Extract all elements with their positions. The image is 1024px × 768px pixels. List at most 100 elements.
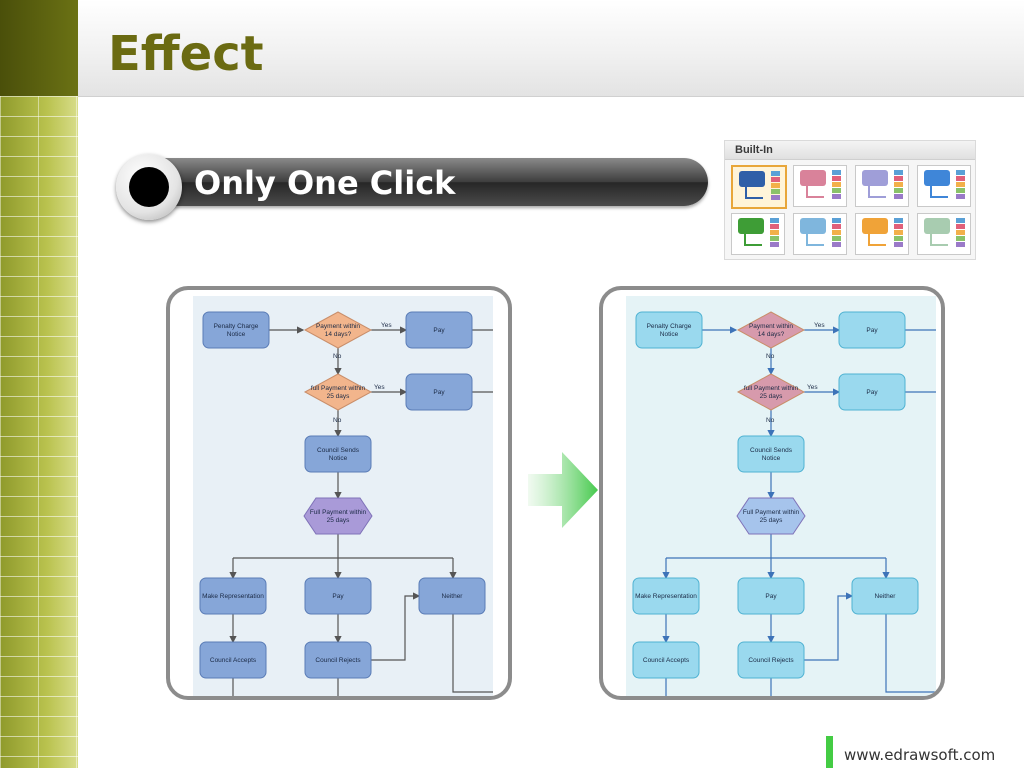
theme-sky[interactable]: [917, 165, 971, 207]
theme-swatch: [771, 189, 780, 194]
council-rejects-node-label: Council Rejects: [748, 657, 794, 664]
theme-lavender[interactable]: [855, 165, 909, 207]
theme-connector-icon: [930, 244, 948, 246]
theme-swatch: [894, 236, 903, 241]
theme-connector-icon: [806, 234, 808, 246]
left-strip-top: [0, 0, 78, 96]
theme-swatch: [832, 176, 841, 181]
theme-swatch: [832, 224, 841, 229]
no-label: No: [333, 353, 342, 360]
theme-swatch: [832, 170, 841, 175]
theme-swatch: [770, 236, 779, 241]
council-accepts-node-label: Council Accepts: [210, 657, 257, 664]
pay-node: [304, 577, 372, 615]
neither-node: [418, 577, 486, 615]
full-payment-25-days-hexagon: [303, 497, 373, 535]
council-sends-notice-node: [304, 435, 372, 473]
pay-node: [405, 373, 473, 411]
connector: [665, 329, 936, 696]
theme-swatch: [771, 171, 780, 176]
make-representation-node-label: Make Representation: [202, 593, 264, 600]
theme-shape-icon: [862, 218, 888, 234]
pay-node-label: Pay: [866, 389, 878, 396]
theme-rose[interactable]: [793, 165, 847, 207]
yes-label: Yes: [381, 322, 392, 329]
council-accepts-node-label: Council Accepts: [643, 657, 690, 664]
theme-hatched-blue[interactable]: [793, 213, 847, 255]
theme-swatch: [770, 224, 779, 229]
footer-url: www.edrawsoft.com: [844, 746, 996, 764]
neither-node: [851, 577, 919, 615]
theme-shape-icon: [800, 170, 826, 186]
theme-blue-dark[interactable]: [731, 165, 787, 209]
full-payment-25-days-decision: [303, 373, 373, 411]
connector: [232, 329, 493, 696]
theme-swatch: [832, 230, 841, 235]
diagram-background: [626, 296, 936, 696]
theme-swatch: [894, 230, 903, 235]
slide-header: Effect: [78, 0, 1024, 97]
theme-swatch: [956, 188, 965, 193]
theme-connector-icon: [806, 244, 824, 246]
make-representation-node-label: Make Representation: [635, 593, 697, 600]
pay-node-label: Pay: [765, 593, 777, 600]
theme-swatch: [832, 218, 841, 223]
council-rejects-node: [304, 641, 372, 679]
left-decorative-strip: [0, 0, 78, 768]
banner-text: Only One Click: [194, 164, 456, 202]
pay-node: [405, 311, 473, 349]
yes-label: Yes: [807, 384, 818, 391]
theme-connector-icon: [806, 186, 808, 198]
pay-node-label: Pay: [332, 593, 344, 600]
yes-label: Yes: [814, 322, 825, 329]
no-label: No: [333, 417, 342, 424]
theme-swatch: [832, 236, 841, 241]
bullet-dot: [129, 167, 169, 207]
theme-connector-icon: [868, 186, 870, 198]
connector: [233, 534, 453, 559]
theme-connector-icon: [745, 187, 747, 199]
connector: [371, 592, 421, 661]
no-label: No: [766, 353, 775, 360]
payment-14-days-decision: [736, 311, 806, 349]
gallery-heading: Built-In: [725, 141, 975, 160]
theme-swatch: [832, 188, 841, 193]
transform-arrow-icon: [528, 452, 598, 528]
theme-orange[interactable]: [855, 213, 909, 255]
theme-sage[interactable]: [917, 213, 971, 255]
theme-connector-icon: [745, 197, 763, 199]
pay-node: [838, 311, 906, 349]
theme-connector-icon: [930, 234, 932, 246]
neither-node-label: Neither: [875, 593, 897, 600]
theme-connector-icon: [806, 196, 824, 198]
theme-swatch: [894, 194, 903, 199]
theme-swatch: [770, 242, 779, 247]
theme-swatch: [894, 242, 903, 247]
footer-accent-bar: [826, 736, 833, 768]
theme-swatch: [956, 194, 965, 199]
payment-14-days-decision: [303, 311, 373, 349]
penalty-charge-notice-node: [635, 311, 703, 349]
theme-connector-icon: [744, 234, 746, 246]
slide-title: Effect: [108, 26, 264, 82]
neither-node-label: Neither: [442, 593, 464, 600]
theme-swatch: [894, 176, 903, 181]
theme-shape-icon: [739, 171, 765, 187]
theme-green[interactable]: [731, 213, 785, 255]
make-representation-node: [199, 577, 267, 615]
penalty-charge-notice-node: [202, 311, 270, 349]
theme-swatch: [894, 182, 903, 187]
pay-node: [838, 373, 906, 411]
